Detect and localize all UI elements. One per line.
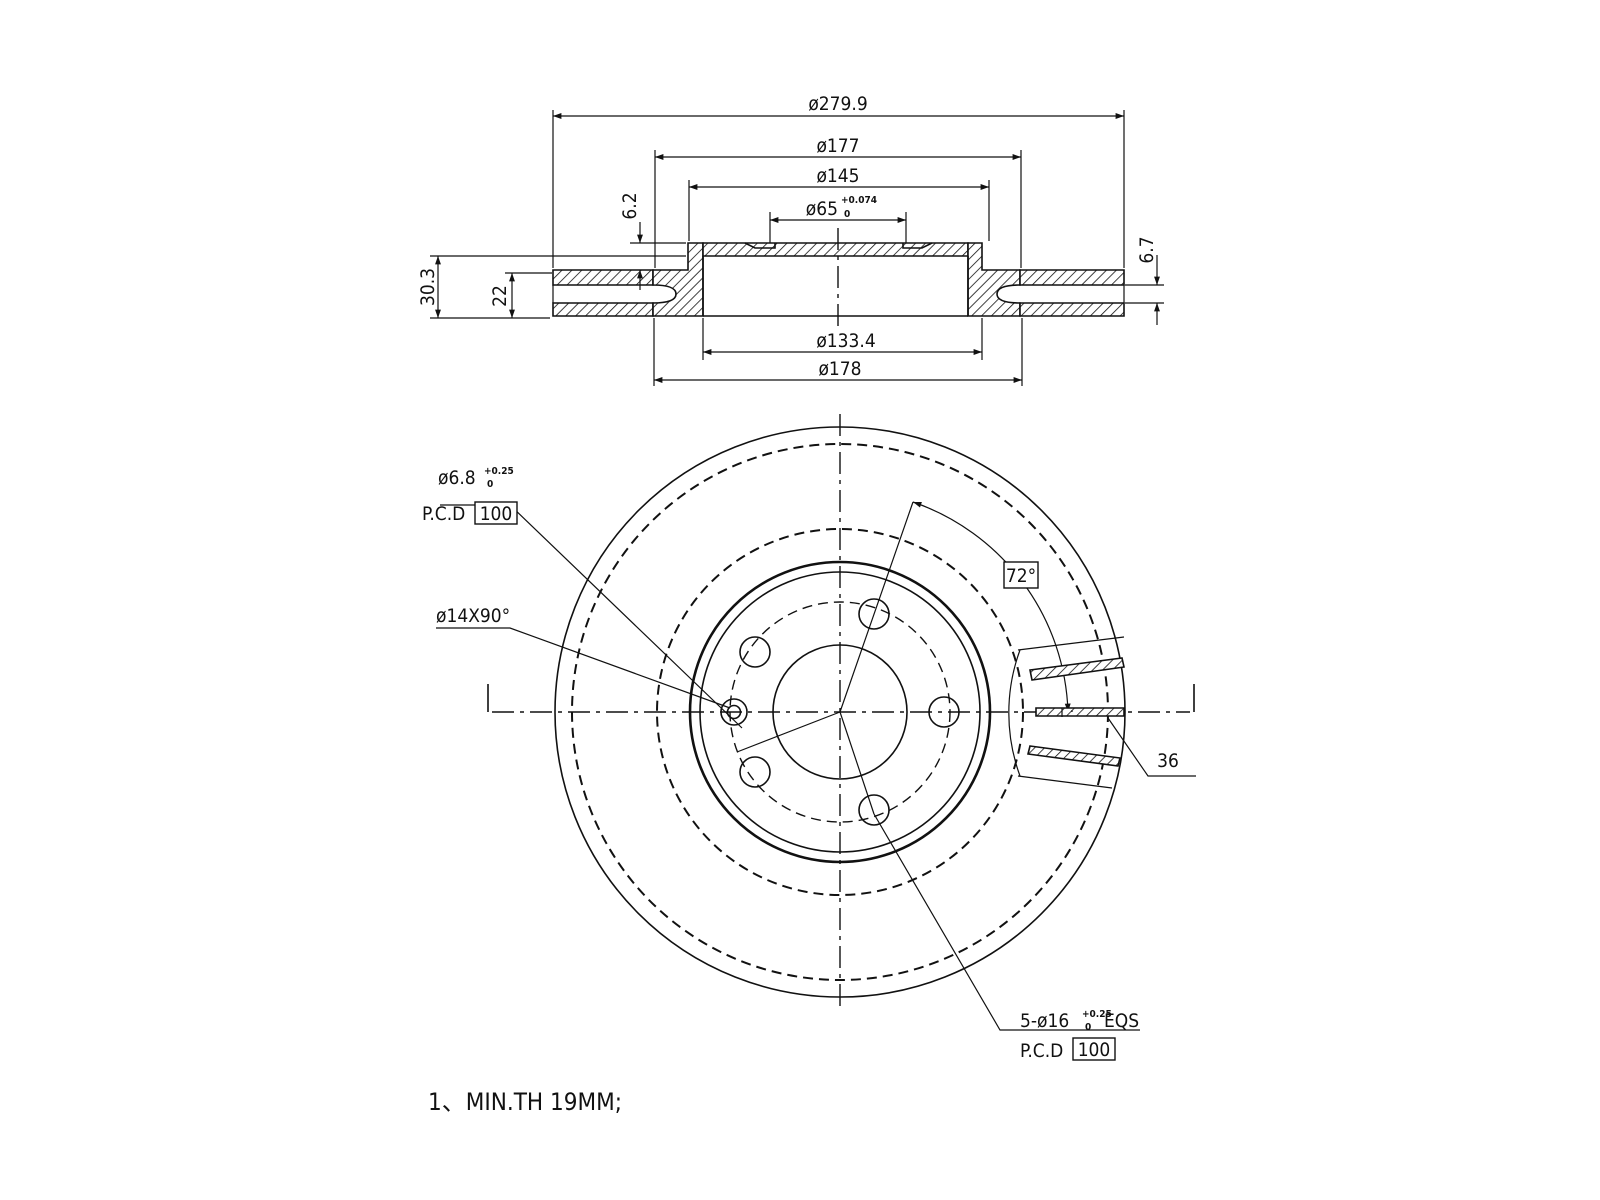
- bolt-hole: [858, 598, 890, 630]
- callout-pilot-hole: ø6.8 +0.25 0 P.C.D 100: [422, 466, 743, 729]
- label-pilot-hole-tol-lower: 0: [487, 479, 493, 490]
- dim-total-height: 30.3: [417, 255, 686, 319]
- section-left-hat-wall: [652, 242, 704, 317]
- center-bore: [772, 644, 908, 780]
- vane-sectors: [1008, 636, 1125, 789]
- dim-rim-thickness: 6.7: [1125, 236, 1164, 325]
- dim-hat-height: 6.2: [619, 192, 686, 290]
- label-countersink: ø14X90°: [436, 605, 510, 627]
- angle-label: 72°: [1003, 561, 1039, 589]
- label-pilot-pcd-value: 100: [480, 503, 513, 525]
- disc-outer-edge: [554, 426, 1126, 998]
- callout-bolt-holes: 5-ø16 +0.25 0 EQS P.C.D 100: [873, 813, 1140, 1062]
- pilot-hole: [720, 698, 748, 726]
- svg-text:72°: 72°: [1006, 565, 1036, 587]
- section-right-hat-wall: [967, 242, 1021, 317]
- label-pilot-hole-diameter: ø6.8: [438, 467, 476, 489]
- label-disc-thickness: 22: [489, 285, 511, 307]
- section-right-friction-bottom: [1019, 302, 1125, 317]
- angle-arc: [912, 501, 1071, 713]
- label-bottom-inner-diameter: ø133.4: [816, 330, 875, 352]
- section-view: ø279.9 ø177 ø145 ø65 +0.074 0: [417, 93, 1164, 386]
- dim-bottom-inner-diameter: ø133.4: [702, 318, 983, 360]
- dim-hat-inner-diameter: ø145: [688, 165, 990, 241]
- section-left-friction-bottom: [552, 302, 654, 317]
- dim-outer-diameter: ø279.9: [552, 93, 1125, 268]
- note-min-thickness: 1、MIN.TH 19MM;: [428, 1088, 622, 1116]
- label-hat-inner-diameter: ø145: [816, 165, 859, 187]
- dim-bore-diameter: ø65 +0.074 0: [769, 195, 907, 243]
- label-outer-diameter: ø279.9: [808, 93, 867, 115]
- dim-hat-diameter: ø177: [654, 135, 1022, 268]
- label-bolt-pcd: P.C.D: [1020, 1040, 1063, 1062]
- label-pilot-pcd: P.C.D: [422, 503, 465, 525]
- label-bolt-pcd-value: 100: [1078, 1039, 1111, 1061]
- label-hat-diameter: ø177: [816, 135, 859, 157]
- label-bottom-outer-diameter: ø178: [818, 358, 861, 380]
- label-hat-height: 6.2: [619, 192, 641, 219]
- label-bolt-holes-tol-lower: 0: [1085, 1022, 1091, 1033]
- label-vane-count: 36: [1157, 750, 1179, 772]
- dim-disc-thickness: 22: [489, 272, 552, 318]
- label-pilot-hole-tol-upper: +0.25: [484, 466, 514, 477]
- label-total-height: 30.3: [417, 268, 439, 306]
- label-bore-tol-upper: +0.074: [841, 195, 877, 206]
- label-bolt-holes-tol-upper: +0.25: [1082, 1009, 1112, 1020]
- label-bolt-holes-suffix: EQS: [1104, 1010, 1139, 1032]
- plan-view: 72° ø6.8 +0.25 0 P.C.D 100 ø14X90°: [422, 414, 1196, 1062]
- label-bore-tol-lower: 0: [844, 209, 850, 220]
- bolt-hole: [858, 794, 890, 826]
- bolt-hole: [739, 756, 771, 788]
- callout-vane-count: 36: [1107, 717, 1196, 777]
- label-bolt-holes-prefix: 5-ø16: [1020, 1010, 1069, 1032]
- section-right-friction-top: [1019, 269, 1125, 286]
- section-left-friction-top: [552, 269, 654, 286]
- callout-countersink: ø14X90°: [436, 605, 731, 709]
- bolt-hole: [739, 636, 771, 668]
- label-rim-thickness: 6.7: [1136, 236, 1158, 263]
- dim-bottom-outer-diameter: ø178: [653, 318, 1023, 386]
- label-bore-diameter: ø65: [806, 198, 838, 220]
